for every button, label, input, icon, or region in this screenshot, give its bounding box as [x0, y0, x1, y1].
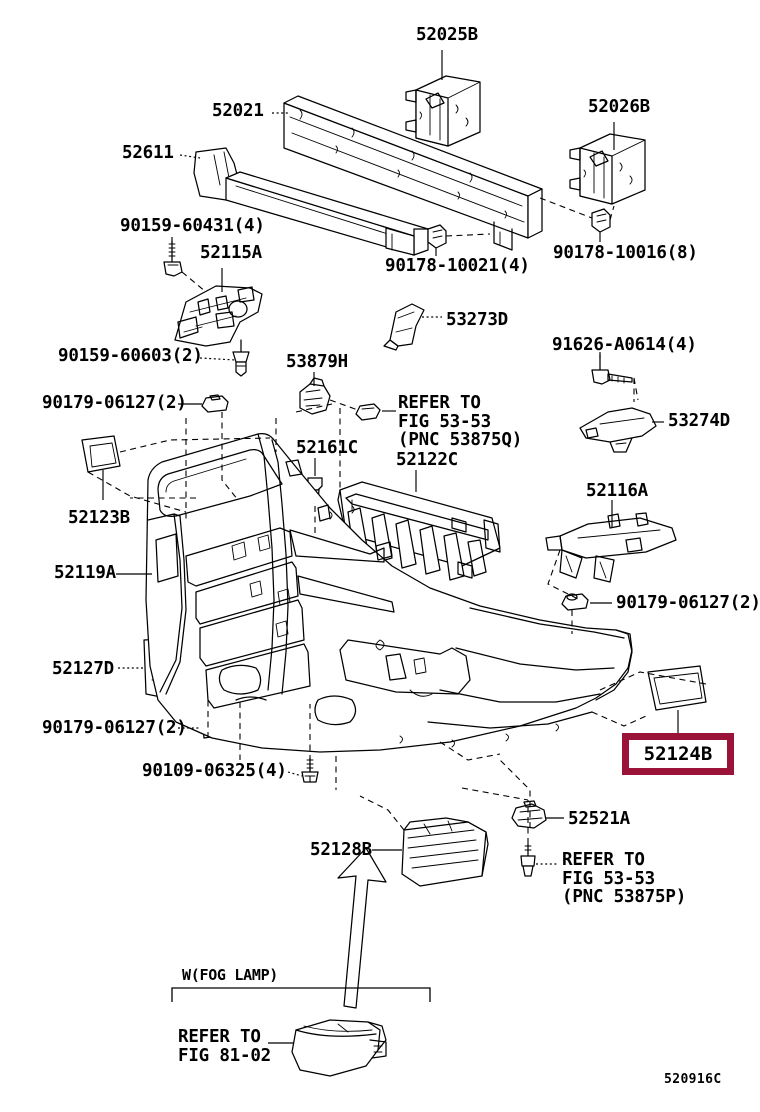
assembly-arrow — [337, 847, 387, 1009]
part-53879H[interactable]: 53879H — [286, 352, 349, 372]
part-drawing-53273D — [383, 303, 425, 351]
part-90179-06127-2-upper-left[interactable]: 90179-06127(2) — [42, 393, 187, 413]
part-drawing-52025B — [405, 75, 481, 147]
part-52122C[interactable]: 52122C — [396, 450, 459, 470]
part-drawing-52115A — [174, 285, 263, 347]
part-drawing-52026B — [569, 133, 646, 205]
refer-to-fig-53-53-pnc-53875P-line-1: REFER TO — [562, 850, 645, 870]
part-52116A[interactable]: 52116A — [586, 481, 649, 501]
part-drawing-53274D — [579, 407, 657, 453]
part-drawing-screw-53875P — [520, 843, 536, 877]
refer-to-fig-81-02-line-2: FIG 81-02 — [178, 1045, 272, 1066]
part-52021[interactable]: 52021 — [212, 101, 264, 121]
part-drawing-91626-A0614 — [591, 354, 633, 385]
part-drawing-52128B — [401, 817, 489, 887]
highlighted-part-52124B[interactable]: 52124B — [622, 733, 734, 775]
part-drawing-52521A — [511, 800, 547, 829]
part-drawing-52124B — [647, 665, 707, 711]
part-drawing-90159-60603 — [232, 339, 250, 377]
part-drawing-90178-10021 — [427, 224, 447, 249]
part-52119A[interactable]: 52119A — [54, 563, 117, 583]
part-90179-06127-2-right[interactable]: 90179-06127(2) — [616, 593, 760, 613]
part-drawing-90179-06127-right — [561, 593, 589, 611]
part-90109-06325-4[interactable]: 90109-06325(4) — [142, 761, 287, 781]
assembly-guide-lines — [87, 403, 707, 844]
part-90178-10021-4[interactable]: 90178-10021(4) — [385, 256, 530, 276]
refer-to-fig-53-53-pnc-53875Q-line-3: (PNC 53875Q) — [398, 430, 523, 451]
part-52026B[interactable]: 52026B — [588, 97, 651, 117]
part-drawing-90159-60431 — [163, 240, 183, 277]
part-52025B[interactable]: 52025B — [416, 25, 479, 45]
part-53274D[interactable]: 53274D — [668, 411, 731, 431]
part-52127D[interactable]: 52127D — [52, 659, 115, 679]
part-drawing-fog-lamp — [291, 1019, 387, 1077]
leader-lines — [102, 50, 679, 1044]
refer-to-fig-53-53-pnc-53875Q-line-2: FIG 53-53 — [398, 411, 492, 432]
part-drawing-53879H — [299, 377, 331, 415]
part-drawing-52021 — [283, 95, 543, 251]
part-52115A[interactable]: 52115A — [200, 243, 263, 263]
part-drawing-90178-10016 — [591, 208, 611, 233]
part-53273D[interactable]: 53273D — [446, 310, 509, 330]
part-drawing-clip-53875Q — [355, 403, 381, 421]
part-drawing-90179-06127-upper-left — [201, 394, 229, 413]
fog-lamp-caption: W(FOG LAMP) — [182, 966, 279, 984]
part-drawing-52122C — [337, 481, 501, 581]
part-52128B[interactable]: 52128B — [310, 840, 373, 860]
part-drawing-52119A-bumper-cover — [145, 433, 633, 753]
refer-to-fig-53-53-pnc-53875Q-line-1: REFER TO — [398, 393, 481, 413]
refer-to-fig-53-53-pnc-53875P-line-3: (PNC 53875P) — [562, 887, 687, 908]
highlighted-part-label: 52124B — [643, 743, 713, 765]
part-90159-60431-4[interactable]: 90159-60431(4) — [120, 216, 265, 236]
part-52123B[interactable]: 52123B — [68, 508, 131, 528]
refer-to-fig-53-53-pnc-53875P-line-2: FIG 53-53 — [562, 868, 656, 889]
part-90178-10016-8[interactable]: 90178-10016(8) — [553, 243, 698, 263]
part-drawing-52123B — [81, 435, 121, 473]
part-91626-A0614-4[interactable]: 91626-A0614(4) — [552, 335, 697, 355]
refer-to-fig-81-02-line-1: REFER TO — [178, 1027, 261, 1047]
part-52161C[interactable]: 52161C — [296, 438, 359, 458]
part-52521A[interactable]: 52521A — [568, 809, 631, 829]
part-90179-06127-2-lower-left[interactable]: 90179-06127(2) — [42, 718, 187, 738]
part-drawing-52611 — [193, 147, 429, 256]
part-drawing-52116A — [545, 512, 677, 583]
part-90159-60603-2[interactable]: 90159-60603(2) — [58, 346, 203, 366]
part-52611[interactable]: 52611 — [122, 143, 174, 163]
figure-id: 520916C — [664, 1072, 722, 1087]
